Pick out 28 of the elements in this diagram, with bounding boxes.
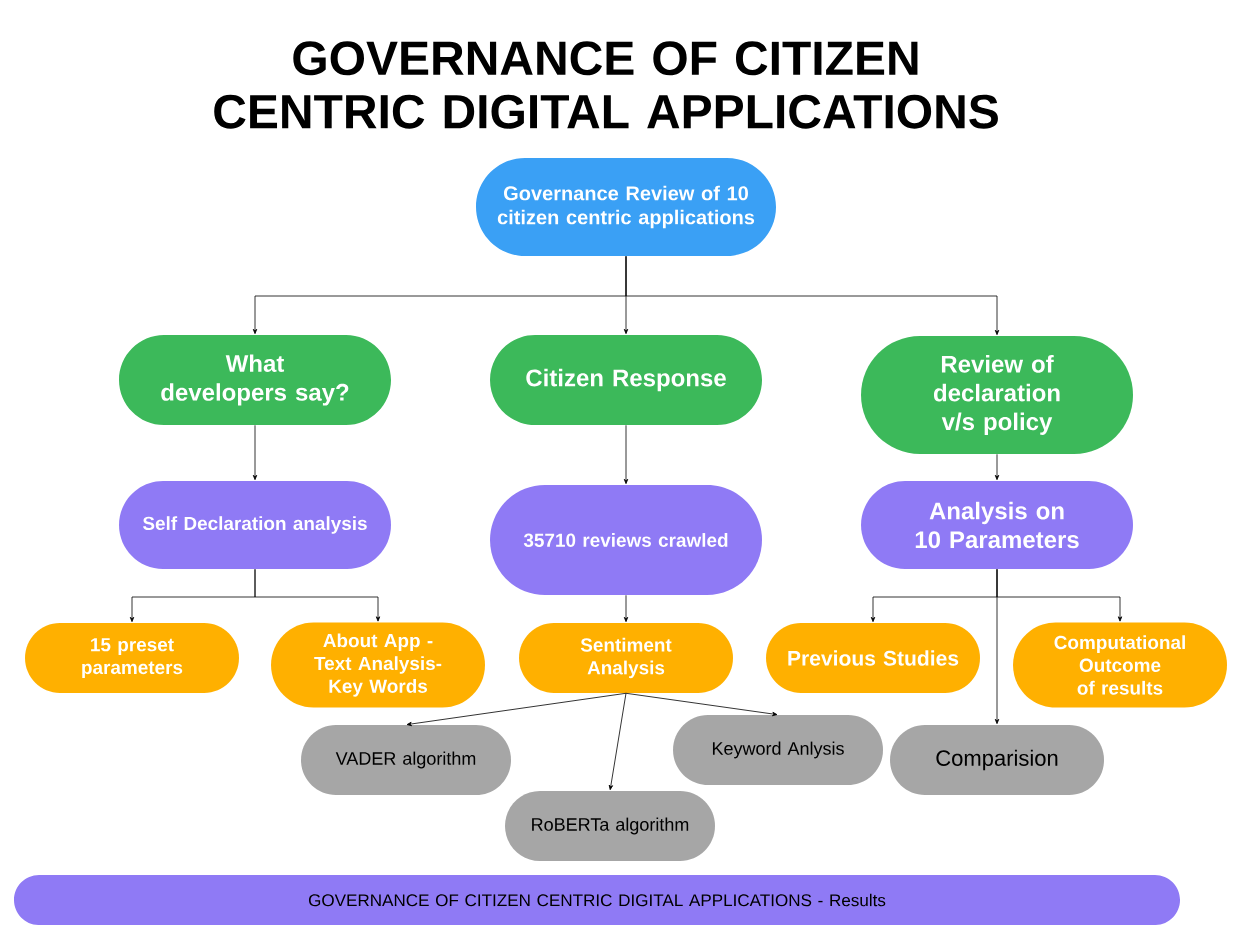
arrow (623, 594, 629, 623)
results-banner: GOVERNANCE OF CITIZEN CENTRIC DIGITAL APPLICATIONS - Results (14, 875, 1180, 925)
step-box: Computational Outcome of results (1013, 622, 1227, 708)
arrow (623, 424, 629, 485)
arrow (406, 692, 627, 727)
technique-box: RoBERTa algorithm (505, 791, 715, 861)
arrow (625, 692, 778, 717)
technique-box: VADER algorithm (301, 725, 511, 795)
arrow (252, 424, 258, 481)
technique-box: Keyword Anlysis (673, 715, 883, 785)
method-box: Analysis on 10 Parameters (861, 481, 1133, 569)
arrow (994, 453, 1000, 481)
category-box: Review of declaration v/s policy (861, 336, 1133, 454)
method-box: Self Declaration analysis (119, 481, 391, 569)
step-box: 15 preset parameters (25, 623, 239, 693)
arrow (994, 568, 1000, 725)
arrow (608, 692, 627, 791)
step-box: Previous Studies (766, 623, 980, 693)
root-box: Governance Review of 10 citizen centric applications (476, 158, 776, 256)
arrow (254, 568, 381, 622)
step-box: About App - Text Analysis- Key Words (271, 622, 485, 708)
category-box: What developers say? (119, 335, 391, 425)
title: GOVERNANCE OF CITIZEN CENTRIC DIGITAL APPLICATIONS (214, 41, 998, 129)
step-box: Sentiment Analysis (519, 623, 733, 693)
method-box: 35710 reviews crawled (490, 485, 762, 595)
technique-box: Comparision (890, 725, 1104, 795)
category-box: Citizen Response (490, 335, 762, 425)
arrow (625, 255, 1000, 336)
